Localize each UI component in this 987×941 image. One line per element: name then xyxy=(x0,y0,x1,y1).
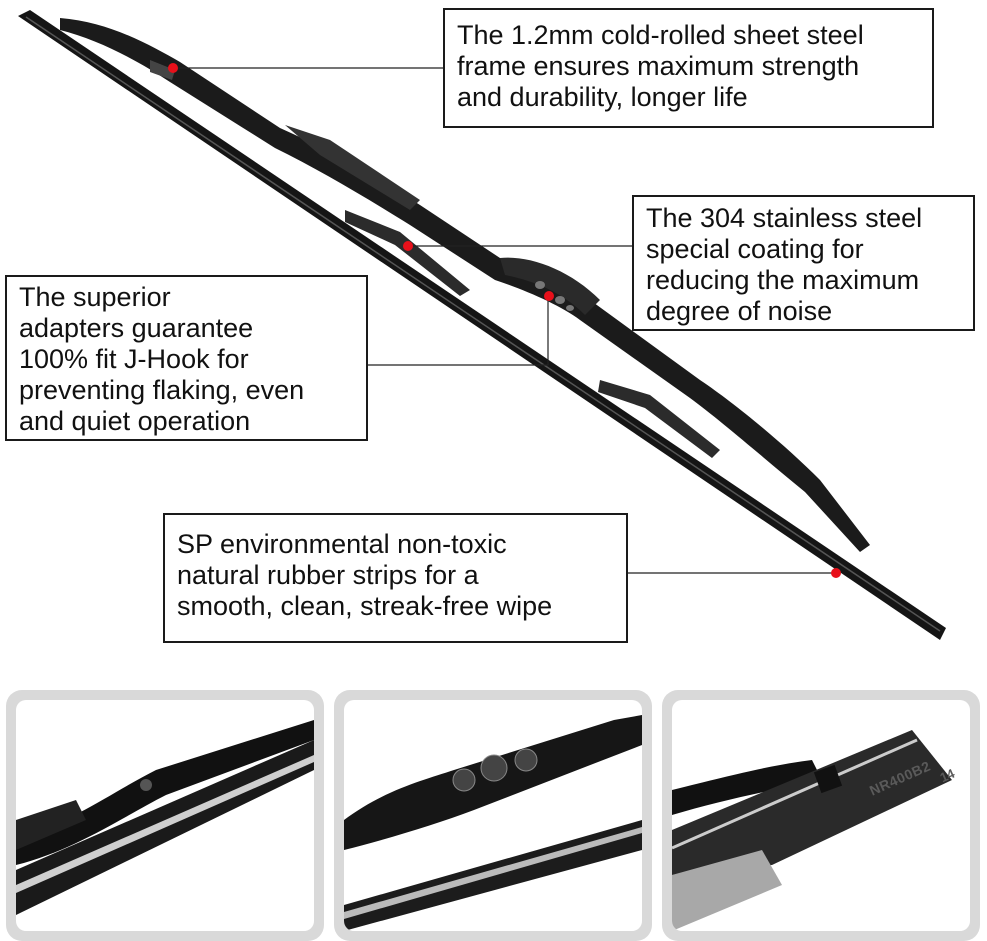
callout-dot xyxy=(544,291,554,301)
callout-frame-steel: The 1.2mm cold-rolled sheet steel frame … xyxy=(443,8,934,128)
callout-line: degree of noise xyxy=(646,296,833,326)
callout-stainless-coating: The 304 stainless steel special coating … xyxy=(632,195,975,331)
callout-line: The 1.2mm cold-rolled sheet steel xyxy=(457,20,864,50)
callout-dots xyxy=(168,63,841,578)
thumbnail-adapter-closeup xyxy=(334,690,652,941)
leader-lines xyxy=(173,67,836,574)
callout-line: preventing flaking, even xyxy=(19,375,305,405)
callout-line: and durability, longer life xyxy=(457,82,748,112)
callout-line: SP environmental non-toxic xyxy=(177,529,507,559)
wiper-blade-illustration xyxy=(18,10,946,640)
callout-rubber-strips: SP environmental non-toxic natural rubbe… xyxy=(163,513,628,643)
callout-line: smooth, clean, streak-free wipe xyxy=(177,591,553,621)
callout-line: special coating for xyxy=(646,234,864,264)
callout-line: 100% fit J-Hook for xyxy=(19,344,249,374)
callout-dot xyxy=(168,63,178,73)
callout-dot xyxy=(831,568,841,578)
callout-line: frame ensures maximum strength xyxy=(457,51,860,81)
thumbnail-frame-closeup xyxy=(6,690,324,941)
callout-line: natural rubber strips for a xyxy=(177,560,479,590)
thumbnail-rubber-strip-closeup: NR400B2 14 xyxy=(662,690,980,941)
callout-line: reducing the maximum xyxy=(646,265,920,295)
callout-line: The superior xyxy=(19,282,171,312)
callout-line: and quiet operation xyxy=(19,406,251,436)
callout-line: adapters guarantee xyxy=(19,313,254,343)
callout-dot xyxy=(403,241,413,251)
callout-line: The 304 stainless steel xyxy=(646,203,923,233)
callout-adapters: The superior adapters guarantee 100% fit… xyxy=(5,275,368,441)
